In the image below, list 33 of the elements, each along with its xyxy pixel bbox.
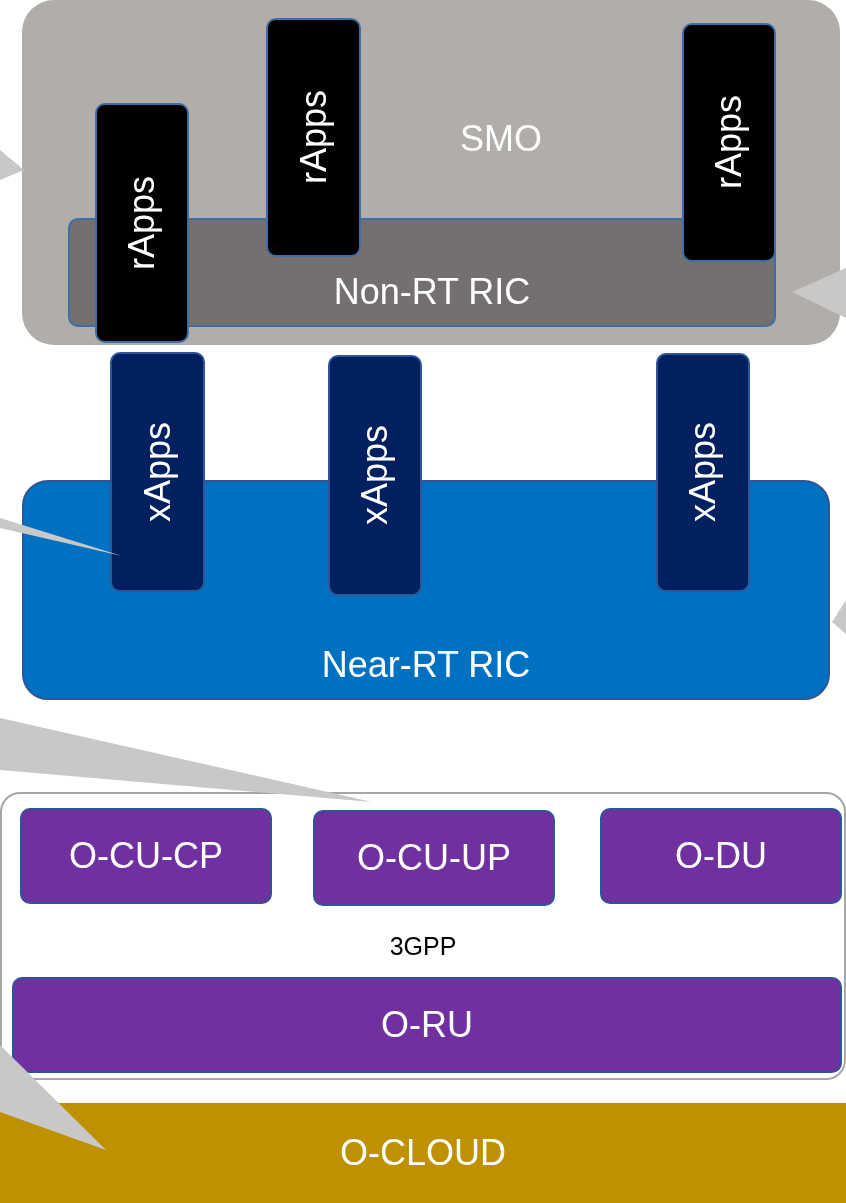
callout-pointer: [0, 718, 372, 802]
application-label: xApps: [682, 422, 724, 523]
application-box: [266, 18, 361, 257]
application-box: [110, 352, 205, 592]
box-label: O-RU: [381, 1004, 473, 1046]
application-label: rApps: [292, 90, 335, 185]
application-label: xApps: [136, 421, 179, 523]
callout-pointer: [792, 268, 846, 318]
callout-pointer: [0, 1045, 106, 1150]
box-label: O-DU: [675, 835, 767, 877]
callout-pointer: [0, 150, 24, 180]
application-label: rApps: [121, 175, 163, 270]
application-box: [328, 355, 422, 596]
box-label: O-CLOUD: [340, 1132, 506, 1174]
box-label: Non-RT RIC: [333, 271, 531, 313]
box-label: O-CU-UP: [357, 837, 511, 879]
function-box: [313, 810, 555, 906]
application-label: xApps: [354, 425, 396, 526]
box-label: 3GPP: [389, 932, 457, 961]
application-box: [95, 103, 189, 343]
group-box: [0, 792, 846, 1080]
application-label: rApps: [708, 95, 750, 190]
function-box: [600, 808, 842, 904]
box-label: O-CU-CP: [69, 835, 223, 877]
box-label: SMO: [460, 118, 542, 160]
application-box: [682, 23, 776, 262]
layer-box: [0, 1103, 846, 1203]
layer-box: [22, 0, 840, 345]
function-box: [12, 977, 842, 1073]
box-label: Near-RT RIC: [321, 644, 531, 686]
application-box: [656, 353, 750, 592]
callout-pointer: [832, 600, 846, 634]
function-box: [20, 808, 272, 904]
